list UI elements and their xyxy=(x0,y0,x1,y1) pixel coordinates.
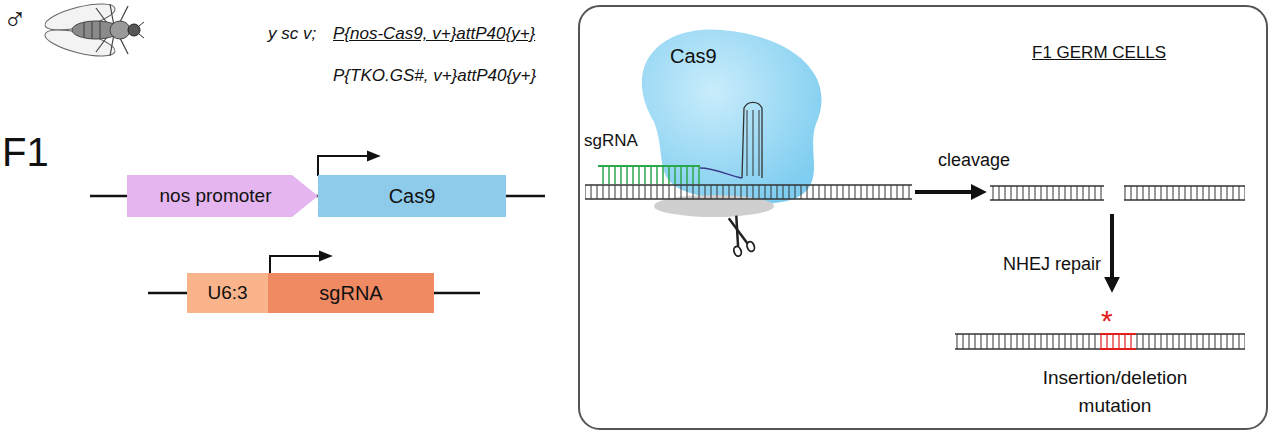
dna-rungs xyxy=(990,186,1104,200)
transcription-start-arrow xyxy=(270,256,330,273)
fly-illustration xyxy=(43,0,144,61)
genotype-text: P{TKO.GS#, v+}attP40{y+} xyxy=(333,66,536,86)
cas9-protein: Cas9 xyxy=(624,18,839,208)
text-holder: U6:3 xyxy=(187,273,268,313)
generation-label: F1 xyxy=(2,128,49,176)
protein-shape xyxy=(642,29,822,203)
node-text: Cas9 xyxy=(670,44,717,68)
sgrna-label: sgRNA xyxy=(584,131,638,151)
step-label: NHEJ repair xyxy=(1003,254,1101,276)
transcription-start-arrow xyxy=(318,156,378,176)
genotype-text: y sc v; xyxy=(268,24,316,44)
dna-strand xyxy=(1124,199,1245,201)
guide-teeth xyxy=(598,166,700,184)
target-dna xyxy=(585,185,912,199)
genotype-text: P{nos-Cas9, v+}attP40{y+} xyxy=(333,24,535,44)
sgrna-scaffold xyxy=(700,168,742,178)
fly-antenna xyxy=(139,34,144,38)
promoter-box: U6:3 xyxy=(187,273,268,313)
fly-stripes xyxy=(84,21,100,39)
dna-strand xyxy=(585,198,912,200)
gene-box: sgRNA xyxy=(268,273,434,313)
mutation-mark: * xyxy=(1101,303,1113,339)
process-arrow xyxy=(1110,214,1114,288)
repaired-dna xyxy=(955,334,1245,349)
dna-strand xyxy=(1124,185,1245,187)
dna-rungs xyxy=(1124,186,1245,200)
fly-head xyxy=(128,24,140,36)
dna-strand xyxy=(990,199,1104,201)
hairpin-strand xyxy=(742,102,762,178)
guide-strand xyxy=(598,165,700,167)
text-holder: Cas9 xyxy=(318,175,506,217)
dna-rungs xyxy=(585,185,912,199)
node-text: F1 GERM CELLS xyxy=(1032,43,1166,63)
mutation-strand xyxy=(1100,348,1136,350)
promoter-arrow: nos promoter xyxy=(127,175,318,217)
node-text: sgRNA xyxy=(319,281,382,305)
text-holder: sgRNA xyxy=(268,273,434,313)
gene-box: Cas9 xyxy=(318,175,506,217)
promoter-shape xyxy=(127,175,318,217)
fly-antenna xyxy=(139,22,144,26)
dna-strand xyxy=(990,185,1104,187)
text-holder: nos promoter xyxy=(127,175,318,217)
hairpin-rungs xyxy=(744,110,760,176)
dna-strand xyxy=(955,333,1245,335)
fly-thorax xyxy=(110,21,130,39)
step-label: cleavage xyxy=(938,150,1010,172)
panel-frame: F1 GERM CELLS Cas9 xyxy=(578,5,1268,430)
dna-rungs xyxy=(955,334,1245,349)
cleaved-dna xyxy=(990,186,1245,200)
sgrna-guide xyxy=(598,166,700,184)
protein-outline xyxy=(624,18,839,208)
node-text: U6:3 xyxy=(207,282,247,305)
dna-strand xyxy=(955,348,1245,350)
node-text: nos promoter xyxy=(160,185,272,208)
process-arrow xyxy=(915,190,982,194)
result-label: Insertion/deletion mutation xyxy=(1025,364,1205,419)
cas9-lobe xyxy=(654,195,774,217)
sgrna-hairpin xyxy=(700,102,762,178)
sex-symbol: ♂ xyxy=(3,0,27,38)
dna-strand xyxy=(585,184,912,186)
scissors-symbol xyxy=(723,213,756,257)
node-text: Cas9 xyxy=(389,184,436,208)
